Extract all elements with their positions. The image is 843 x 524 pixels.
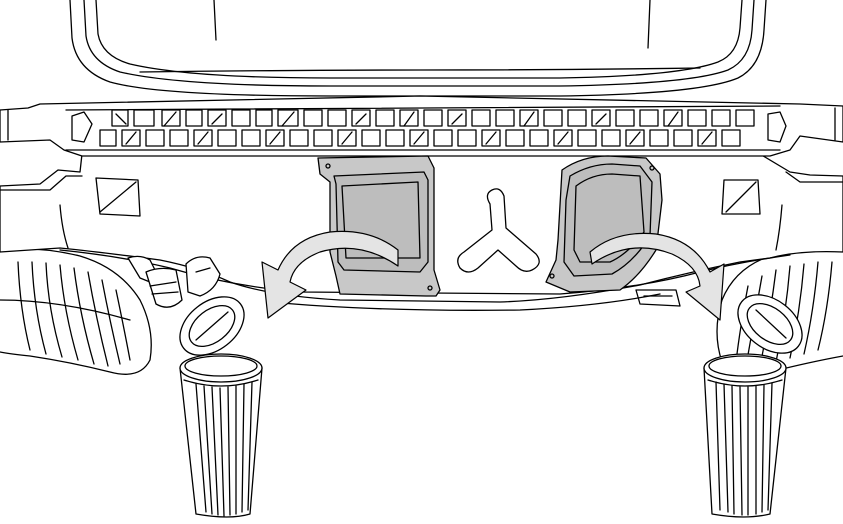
left-discard-arrow xyxy=(261,230,399,319)
right-cover-panel xyxy=(545,155,663,293)
left-cover-panel xyxy=(317,155,441,297)
trash-bin-lid-icon xyxy=(179,296,245,356)
left-hitch-hardware xyxy=(127,255,221,308)
right-reflector xyxy=(721,179,761,215)
liftgate xyxy=(69,0,767,97)
grille-cells-top xyxy=(111,109,755,127)
right-discard-arrow xyxy=(589,232,725,321)
left-trash-bin xyxy=(179,296,263,518)
tow-hook-bracket xyxy=(457,188,540,273)
right-underside-strip xyxy=(635,289,681,307)
right-trash-bin xyxy=(703,294,803,518)
trash-bin-lid-icon xyxy=(737,294,803,354)
left-rear-tire xyxy=(0,248,152,375)
left-reflector xyxy=(95,177,141,217)
grille-cells-bottom xyxy=(99,129,741,147)
rear-bumper-grille xyxy=(0,95,843,157)
